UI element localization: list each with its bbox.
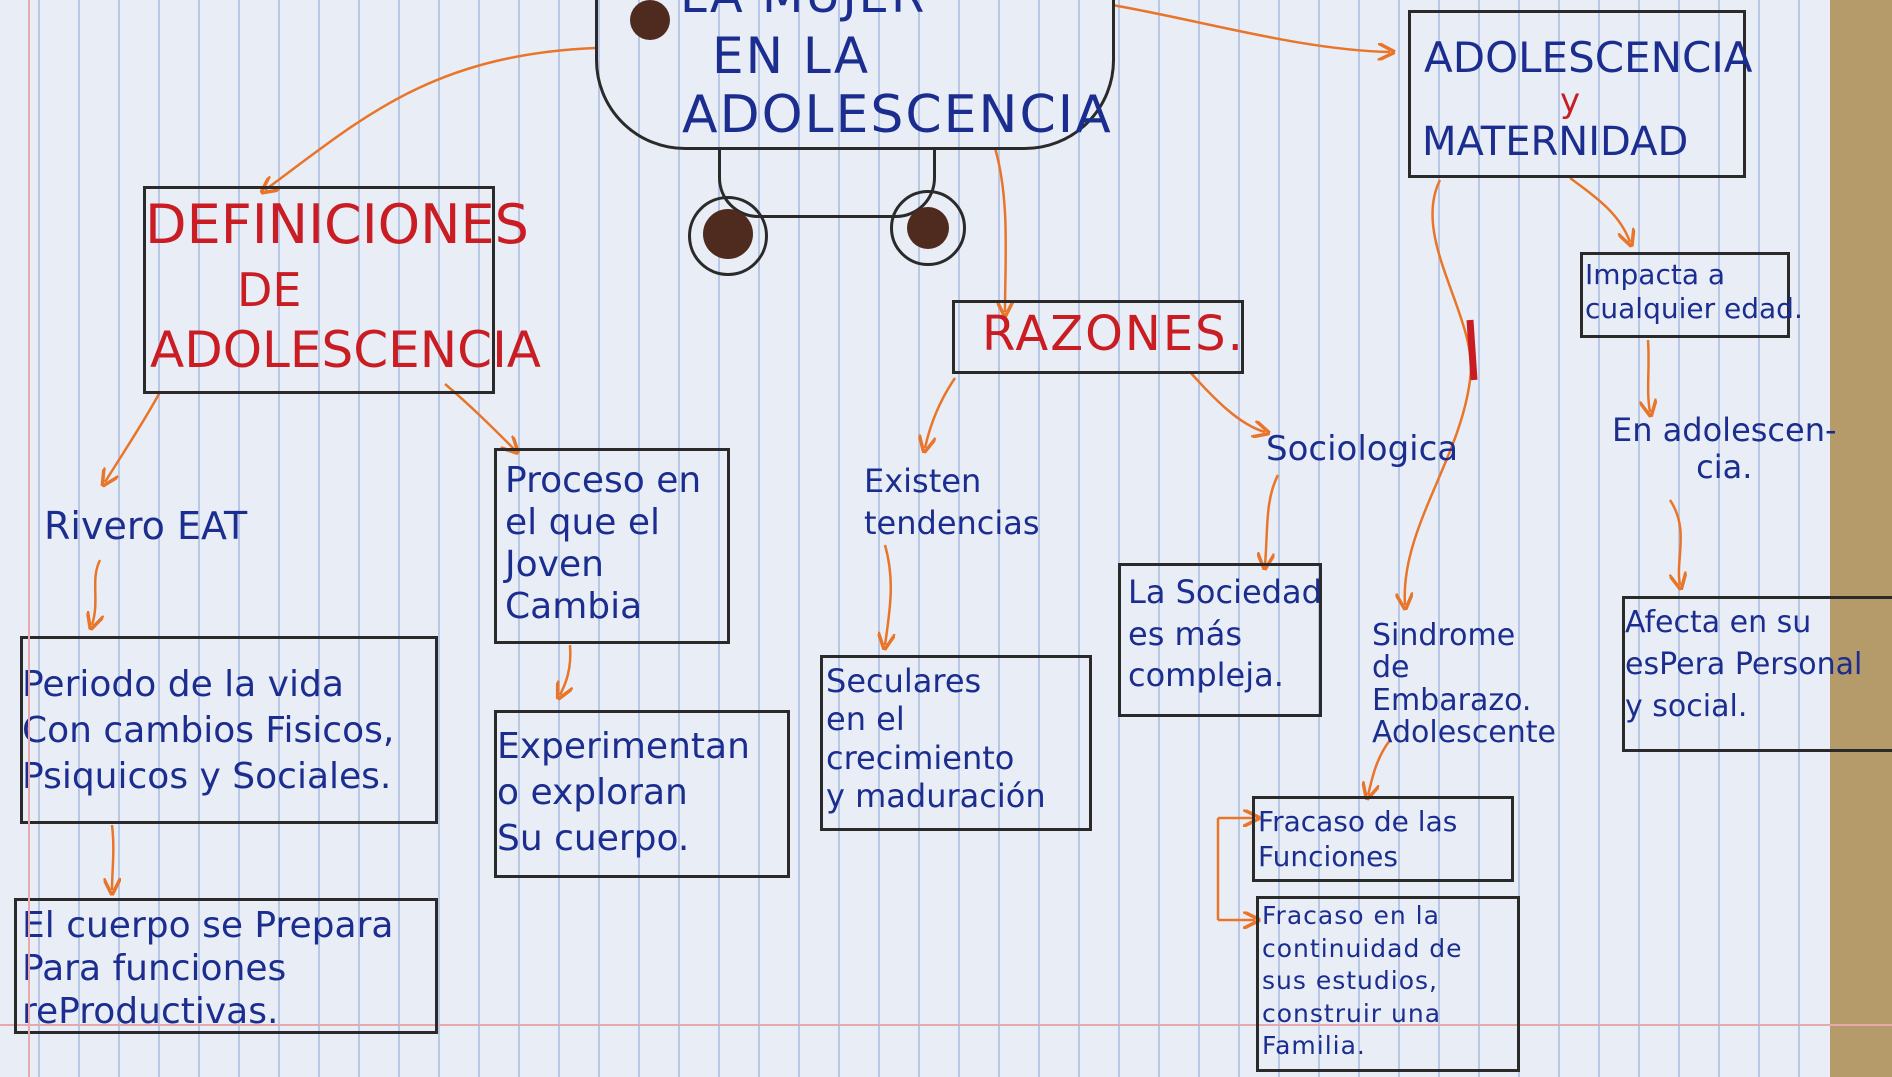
arrow-sindrome-to-fracaso — [1368, 739, 1392, 795]
seculares-text: Seculares en el crecimiento y maduración — [826, 662, 1046, 816]
arrow-title-to-definiciones — [265, 46, 596, 190]
afecta-text: Afecta en su esPera Personal y social. — [1625, 605, 1863, 724]
wheel-left-icon — [688, 196, 768, 276]
central-title-box — [595, 0, 1115, 150]
title-line2: EN LA — [712, 27, 871, 85]
definiciones-title-line3: ADOLESCENCIA — [150, 321, 542, 379]
arrow-rivero-to-periodo — [92, 559, 100, 625]
sociedad-text: La Sociedad es más compleja. — [1128, 573, 1322, 695]
impacta-box — [1580, 252, 1790, 338]
margin-rule — [0, 1024, 1892, 1026]
title-line3: ADOLESCENCIA — [682, 85, 1113, 145]
fracaso-funciones-text: Fracaso de las Funciones — [1258, 805, 1458, 873]
arrow-definiciones-to-rivero — [105, 391, 162, 482]
sindrome-text: Sindrome de Embarazo. Adolescente — [1372, 618, 1556, 751]
arrow-en-adolescencia-to-afecta — [1668, 499, 1681, 585]
arrow-definiciones-to-proceso — [444, 383, 515, 450]
fracaso-estudios-box — [1256, 896, 1520, 1072]
definiciones-title-line1: DEFINICIONES — [145, 193, 529, 256]
afecta-box — [1622, 596, 1892, 752]
razones-box — [952, 300, 1244, 374]
wheel-right-icon — [890, 190, 966, 266]
experimentan-box — [494, 710, 790, 878]
cuerpo-text: El cuerpo se Prepara Para funciones rePr… — [22, 905, 394, 1033]
fracaso-estudios-text: Fracaso en la continuidad de sus estudio… — [1262, 901, 1463, 1060]
definiciones-title-line2: DE — [237, 263, 302, 317]
razones-title: RAZONES. — [982, 306, 1245, 362]
periodo-text: Periodo de la vida Con cambios Fisicos, … — [22, 664, 395, 798]
arrow-title-to-razones — [993, 147, 1006, 312]
maternidad-box — [1408, 10, 1746, 178]
title-line1: LA MUJER — [680, 0, 926, 24]
arrow-title-to-maternidad — [1111, 3, 1390, 52]
proceso-box — [494, 448, 730, 644]
maternidad-title-line1: ADOLESCENCIA — [1424, 33, 1753, 82]
proceso-text: Proceso en el que el Joven Cambia — [505, 460, 702, 628]
arrow-proceso-to-experimentan — [560, 644, 570, 695]
arrow-razones-to-existen — [925, 377, 957, 448]
title-car-base — [718, 148, 936, 218]
cuerpo-box — [14, 898, 438, 1034]
arrow-razones-to-sociologica — [1189, 371, 1265, 432]
arrow-maternidad-to-sindrome — [1405, 179, 1473, 605]
arrow-sociologica-to-sociedad — [1265, 474, 1280, 565]
seculares-box — [820, 655, 1092, 831]
sociedad-box — [1118, 563, 1322, 717]
experimentan-text: Experimentan o exploran Su cuerpo. — [497, 726, 750, 860]
arrow-periodo-to-cuerpo — [112, 824, 113, 890]
periodo-box — [20, 636, 438, 824]
maternidad-title-line3: MATERNIDAD — [1422, 119, 1689, 165]
arrow-impacta-to-en-adolescencia — [1648, 339, 1650, 412]
arrow-maternidad-to-impacta — [1569, 176, 1630, 242]
existen-text: Existen tendencias — [864, 462, 1040, 543]
definiciones-box — [143, 186, 495, 394]
impacta-text: Impacta a cualquier edad. — [1585, 258, 1803, 325]
arrow-existen-to-seculares — [885, 544, 891, 645]
sociologica-text: Sociologica — [1266, 429, 1459, 469]
wheel-top-icon — [630, 0, 670, 40]
fracaso-funciones-box — [1252, 796, 1514, 882]
author-rivero: Rivero EAT — [44, 504, 248, 548]
red-accent-mark — [1466, 319, 1478, 381]
en-adolescencia-text: En adolescen- cia. — [1612, 411, 1837, 486]
maternidad-title-line2: y — [1560, 81, 1581, 121]
